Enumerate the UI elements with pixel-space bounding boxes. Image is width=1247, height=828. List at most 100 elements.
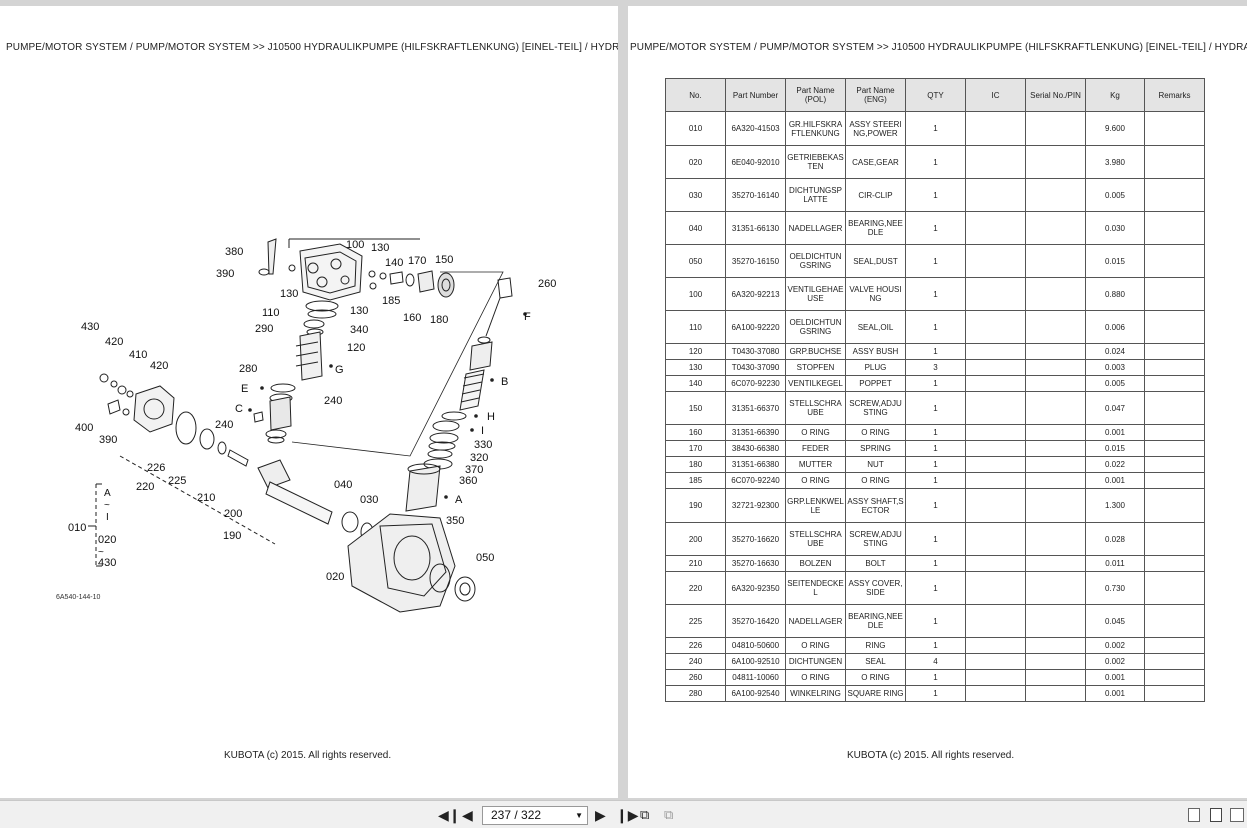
- cell-rem: [1144, 685, 1205, 702]
- cell-qty: 1: [905, 571, 966, 605]
- callout: 040: [334, 479, 352, 491]
- cell-serial: [1025, 522, 1086, 556]
- cell-pn: 6E040-92010: [725, 145, 786, 179]
- cell-eng: POPPET: [845, 375, 906, 392]
- cell-pn: 04811-10060: [725, 669, 786, 686]
- cell-no: 120: [665, 343, 726, 360]
- cell-no: 100: [665, 277, 726, 311]
- cell-rem: [1144, 488, 1205, 523]
- cell-kg: 0.730: [1085, 571, 1145, 605]
- first-page-icon[interactable]: ◀❙: [438, 807, 461, 823]
- callout: H: [487, 411, 495, 423]
- last-page-icon[interactable]: ❙▶: [616, 807, 639, 823]
- cell-serial: [1025, 604, 1086, 638]
- callout: I: [481, 425, 484, 437]
- page-number-select[interactable]: 237 / 322 ▼: [482, 806, 588, 825]
- cell-no: 226: [665, 637, 726, 654]
- cell-pol: BOLZEN: [785, 555, 846, 572]
- cell-no: 130: [665, 359, 726, 376]
- callout: 020: [98, 534, 116, 546]
- cell-pn: 35270-16150: [725, 244, 786, 278]
- column-header: Serial No./PIN: [1025, 78, 1086, 112]
- cell-kg: 9.600: [1085, 111, 1145, 146]
- svg-text:I: I: [106, 512, 109, 523]
- cell-kg: 0.002: [1085, 653, 1145, 670]
- two-page-view-icon[interactable]: [1230, 808, 1244, 822]
- cell-qty: 1: [905, 111, 966, 146]
- cell-eng: ASSY COVER,SIDE: [845, 571, 906, 605]
- cell-rem: [1144, 669, 1205, 686]
- cell-eng: CASE,GEAR: [845, 145, 906, 179]
- cell-no: 050: [665, 244, 726, 278]
- cell-ic: [965, 571, 1026, 605]
- column-header: Remarks: [1144, 78, 1205, 112]
- cell-eng: BEARING,NEEDLE: [845, 211, 906, 245]
- callout: 380: [225, 246, 243, 258]
- copy-icon[interactable]: ⧉: [640, 807, 650, 822]
- callout: 420: [150, 360, 168, 372]
- cell-serial: [1025, 456, 1086, 473]
- previous-page-icon[interactable]: ◀: [462, 807, 473, 823]
- cell-pol: MUTTER: [785, 456, 846, 473]
- cell-serial: [1025, 440, 1086, 457]
- callout: 370: [465, 464, 483, 476]
- cell-qty: 1: [905, 310, 966, 344]
- cell-pn: 38430-66380: [725, 440, 786, 457]
- cell-serial: [1025, 375, 1086, 392]
- callout: 120: [347, 342, 365, 354]
- cell-pol: FEDER: [785, 440, 846, 457]
- cell-ic: [965, 472, 1026, 489]
- single-page-view-icon[interactable]: [1188, 808, 1200, 822]
- callout: 130: [371, 242, 389, 254]
- continuous-view-icon[interactable]: [1210, 808, 1222, 822]
- cell-pn: 31351-66380: [725, 456, 786, 473]
- callout: B: [501, 376, 508, 388]
- cell-pn: 6A100-92220: [725, 310, 786, 344]
- cell-rem: [1144, 343, 1205, 360]
- cell-kg: 0.006: [1085, 310, 1145, 344]
- cell-eng: BEARING,NEEDLE: [845, 604, 906, 638]
- cell-pol: DICHTUNGSPLATTE: [785, 178, 846, 212]
- cell-pn: 6C070-92230: [725, 375, 786, 392]
- cell-pn: 6A320-41503: [725, 111, 786, 146]
- cell-pn: 35270-16620: [725, 522, 786, 556]
- cell-ic: [965, 391, 1026, 425]
- cell-eng: SCREW,ADJUSTING: [845, 522, 906, 556]
- callout: 010: [68, 522, 86, 534]
- page-header-left: PUMPE/MOTOR SYSTEM / PUMP/MOTOR SYSTEM >…: [6, 42, 618, 53]
- callout: 190: [223, 530, 241, 542]
- cell-ic: [965, 604, 1026, 638]
- cell-rem: [1144, 424, 1205, 441]
- cell-pn: T0430-37090: [725, 359, 786, 376]
- cell-ic: [965, 310, 1026, 344]
- cell-pol: GETRIEBEKASTEN: [785, 145, 846, 179]
- cell-rem: [1144, 604, 1205, 638]
- cell-no: 200: [665, 522, 726, 556]
- cell-ic: [965, 555, 1026, 572]
- next-page-icon[interactable]: ▶: [595, 807, 606, 823]
- cell-serial: [1025, 488, 1086, 523]
- cell-kg: 0.880: [1085, 277, 1145, 311]
- cell-rem: [1144, 456, 1205, 473]
- callout: 130: [280, 288, 298, 300]
- cell-pol: OELDICHTUNGSRING: [785, 310, 846, 344]
- cell-serial: [1025, 343, 1086, 360]
- cell-ic: [965, 637, 1026, 654]
- cell-rem: [1144, 472, 1205, 489]
- paste-icon[interactable]: ⧉: [664, 807, 674, 822]
- cell-serial: [1025, 637, 1086, 654]
- cell-pn: 31351-66390: [725, 424, 786, 441]
